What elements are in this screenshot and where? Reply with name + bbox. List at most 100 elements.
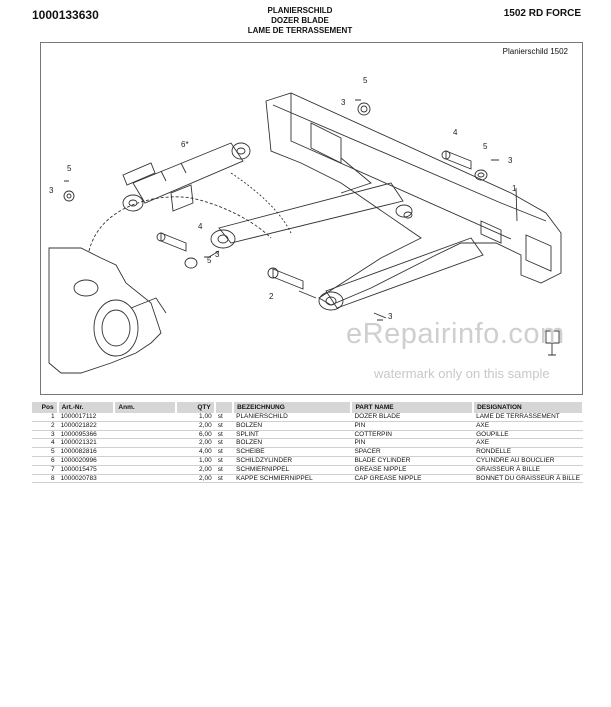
- page-title: PLANIERSCHILD DOZER BLADE LAME DE TERRAS…: [200, 6, 400, 36]
- callout-3-left: 3: [49, 186, 54, 195]
- row-designation: RONDELLE: [473, 447, 583, 457]
- row-qty: 2,00: [176, 438, 215, 449]
- row-part-name: CAP GREASE NIPPLE: [351, 474, 474, 484]
- col-bezeichnung: BEZEICHNUNG: [233, 402, 353, 413]
- row-bezeichnung: KAPPE SCHMIERNIPPEL: [233, 474, 352, 484]
- row-unit: st: [214, 474, 234, 484]
- col-part-name: PART NAME: [351, 402, 475, 413]
- blade-frame: [265, 92, 562, 306]
- row-part-name: DOZER BLADE: [351, 413, 474, 422]
- row-anm: [114, 421, 177, 431]
- callout-5-left: 5: [67, 164, 72, 173]
- callout-2: 2: [269, 292, 274, 301]
- row-anm: [114, 430, 177, 440]
- parts-table: Pos Art.-Nr. Anm. QTY BEZEICHNUNG PART N…: [32, 402, 584, 484]
- row-pos: 8: [32, 474, 58, 484]
- row-designation: BONNET DU GRAISSEUR À BILLE: [473, 474, 583, 484]
- table-row: 7 1000015475 2,00 st SCHMIERNIPPEL GREAS…: [32, 465, 583, 475]
- row-part-name: SPACER: [351, 447, 474, 457]
- table-row: 6 1000020996 1,00 st SCHILDZYLINDER BLAD…: [32, 456, 583, 466]
- row-designation: LAME DE TERRASSEMENT: [473, 413, 583, 422]
- col-anm: Anm.: [114, 402, 178, 413]
- row-designation: GOUPILLE: [473, 430, 583, 440]
- callout-4-left: 4: [198, 222, 203, 231]
- push-arm-right: [325, 237, 484, 309]
- row-designation: AXE: [473, 438, 583, 449]
- row-designation: CYLINDRE AU BOUCLIER: [473, 456, 583, 466]
- row-bezeichnung: BOLZEN: [233, 421, 352, 431]
- row-bezeichnung: SCHILDZYLINDER: [233, 456, 352, 466]
- callout-5-mid: 5: [207, 256, 212, 265]
- title-german: PLANIERSCHILD: [267, 6, 333, 15]
- row-unit: st: [214, 465, 234, 475]
- model-name: 1502 RD FORCE: [503, 8, 581, 19]
- row-pos: 2: [32, 421, 58, 431]
- exploded-view-frame: Planierschild 1502: [40, 42, 583, 395]
- row-part-name: GREASE NIPPLE: [351, 465, 474, 475]
- row-unit: st: [214, 413, 234, 422]
- chassis-section: [48, 247, 162, 374]
- row-bezeichnung: SPLINT: [233, 430, 352, 440]
- table-row: 5 1000082816 4,00 st SCHEIBE SPACER ROND…: [32, 447, 583, 457]
- col-art-nr: Art.-Nr.: [57, 402, 116, 413]
- row-anm: [114, 447, 177, 457]
- table-row: 3 1000095366 6,00 st SPLINT COTTERPIN GO…: [32, 430, 583, 440]
- table-row: 2 1000021822 2,00 st BOLZEN PIN AXE: [32, 421, 583, 431]
- row-art-nr: 1000020996: [57, 456, 115, 466]
- col-designation: DESIGNATION: [473, 402, 584, 413]
- col-qty: QTY: [176, 402, 216, 413]
- table-row: 4 1000021321 2,00 st BOLZEN PIN AXE: [32, 438, 583, 449]
- row-designation: AXE: [473, 421, 583, 431]
- title-french: LAME DE TERRASSEMENT: [247, 26, 353, 35]
- title-english: DOZER BLADE: [271, 16, 329, 25]
- row-qty: 2,00: [176, 474, 215, 484]
- row-bezeichnung: SCHMIERNIPPEL: [233, 465, 352, 475]
- row-unit: st: [214, 456, 234, 466]
- callout-5-right: 5: [483, 142, 488, 151]
- parts-table-header: Pos Art.-Nr. Anm. QTY BEZEICHNUNG PART N…: [32, 402, 584, 413]
- row-pos: 4: [32, 438, 58, 449]
- row-bezeichnung: BOLZEN: [233, 438, 352, 449]
- col-pos: Pos: [32, 402, 59, 413]
- table-row: 8 1000020783 2,00 st KAPPE SCHMIERNIPPEL…: [32, 474, 583, 484]
- row-part-name: BLADE CYLINDER: [351, 456, 474, 466]
- document-number: 1000133630: [32, 8, 99, 22]
- callout-3-bottom: 3: [388, 312, 393, 321]
- row-art-nr: 1000017112: [57, 413, 115, 422]
- row-art-nr: 1000020783: [57, 474, 115, 484]
- callout-1: 1: [512, 184, 517, 193]
- callout-3-mid: 3: [215, 250, 220, 259]
- row-art-nr: 1000021321: [57, 438, 115, 449]
- callout-3-top: 3: [341, 98, 346, 107]
- exploded-view-drawing: 5 3 4 5 3 1 6* 5 3 4 5 3 2 3: [48, 76, 562, 374]
- row-unit: st: [214, 430, 234, 440]
- pin-2: [272, 268, 304, 290]
- row-art-nr: 1000015475: [57, 465, 115, 475]
- row-qty: 2,00: [176, 465, 215, 475]
- callout-5-top: 5: [363, 76, 368, 85]
- pin-upper-left: [160, 232, 187, 252]
- row-designation: GRAISSEUR À BILLE: [473, 465, 583, 475]
- grease-nipple-detail: [545, 330, 560, 356]
- table-row: 1 1000017112 1,00 st PLANIERSCHILD DOZER…: [32, 413, 583, 422]
- row-pos: 6: [32, 456, 58, 466]
- row-unit: st: [214, 447, 234, 457]
- pin-4: [445, 150, 472, 170]
- col-unit: [214, 402, 235, 413]
- row-anm: [114, 474, 177, 484]
- row-pos: 3: [32, 430, 58, 440]
- row-pos: 5: [32, 447, 58, 457]
- row-part-name: PIN: [351, 438, 474, 449]
- drawing-caption: Planierschild 1502: [502, 47, 568, 56]
- watermark-brand: eRepairinfo.com: [346, 318, 565, 350]
- row-anm: [114, 456, 177, 466]
- watermark-note: watermark only on this sample: [374, 366, 550, 381]
- push-arm-left: [218, 182, 404, 244]
- row-art-nr: 1000021822: [57, 421, 115, 431]
- row-qty: 1,00: [176, 456, 215, 466]
- row-anm: [114, 438, 177, 449]
- row-art-nr: 1000095366: [57, 430, 115, 440]
- row-anm: [114, 465, 177, 475]
- row-pos: 7: [32, 465, 58, 475]
- callout-4: 4: [453, 128, 458, 137]
